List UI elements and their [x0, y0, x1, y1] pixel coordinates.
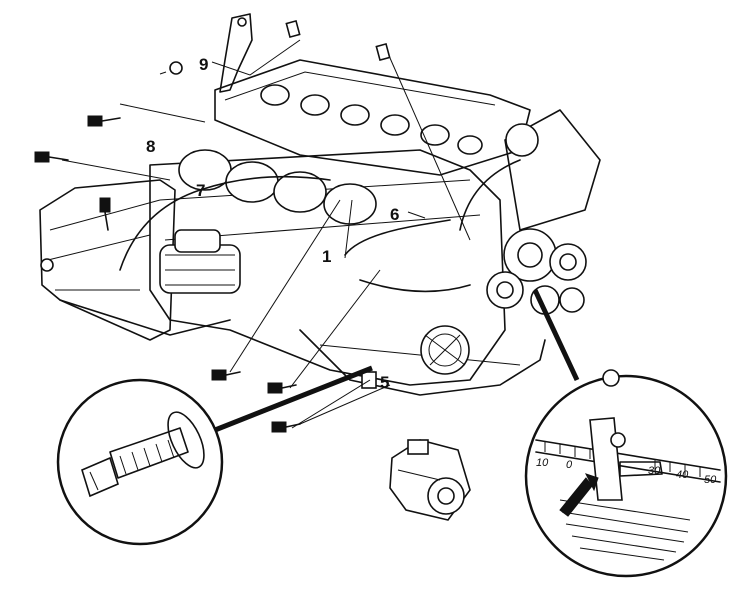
callout-7: 7 — [196, 181, 205, 200]
callout-1: 1 — [322, 247, 331, 266]
sensor-plug-icon — [285, 19, 301, 39]
loose-pump — [389, 439, 471, 521]
bolt-icon — [267, 382, 297, 394]
callout-labels: 9 8 7 6 1 5 — [146, 55, 399, 392]
timing-scale-tick: 0 — [566, 459, 573, 471]
cylinder-bores — [178, 149, 377, 225]
callout-9: 9 — [199, 55, 208, 74]
sensor-plug-icon — [375, 42, 391, 62]
timing-scale-tick: 40 — [676, 469, 689, 481]
loose-bolts — [34, 19, 391, 433]
lifting-bracket — [219, 13, 253, 93]
coolant-lines — [119, 159, 521, 293]
cylinder-head — [214, 59, 531, 176]
leader-lines — [61, 39, 471, 429]
nut-icon — [169, 61, 183, 75]
bolt-icon — [87, 115, 121, 127]
detail-plug — [56, 378, 224, 546]
front-pulleys — [420, 109, 601, 375]
bolt-icon — [211, 369, 241, 381]
bolt-icon — [34, 151, 69, 163]
callout-6: 6 — [390, 205, 399, 224]
bolt-icon — [99, 197, 111, 231]
callout-5: 5 — [380, 373, 389, 392]
bolt-icon — [271, 421, 301, 433]
timing-scale-tick: 10 — [536, 457, 549, 469]
magnifier-leaders — [209, 288, 580, 435]
transmission-housing — [39, 179, 231, 341]
timing-scale-tick: 50 — [704, 474, 717, 486]
detail-timing-mark: 10 0 30 40 50 — [524, 369, 728, 578]
starter-motor — [159, 229, 241, 294]
callout-8: 8 — [146, 137, 155, 156]
